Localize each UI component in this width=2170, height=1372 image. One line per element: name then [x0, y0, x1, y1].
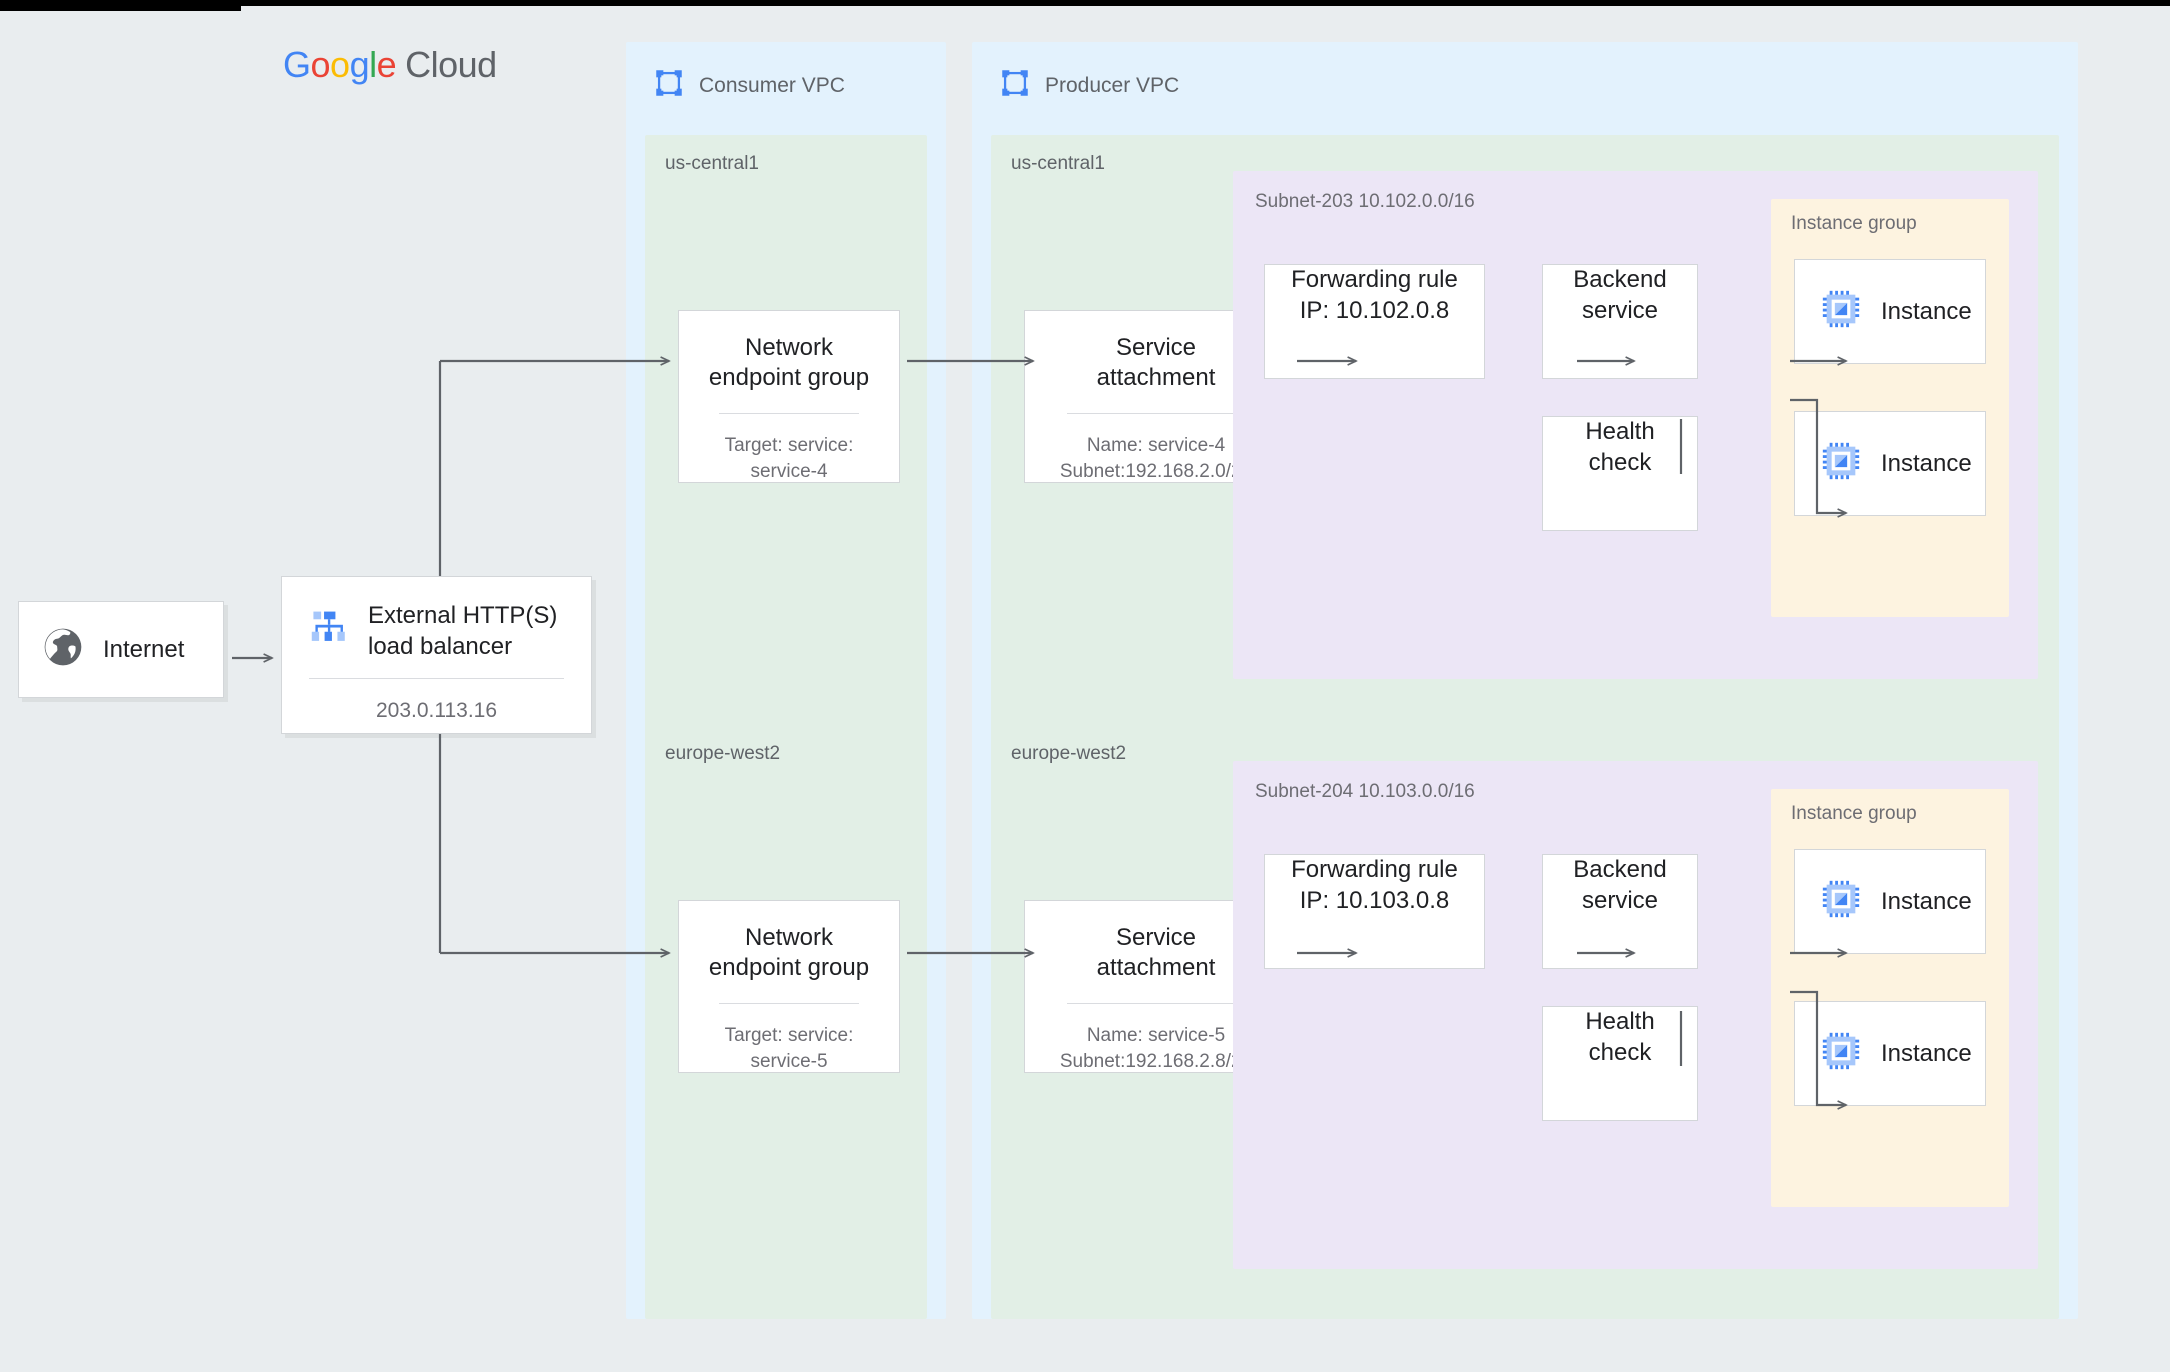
load-balancer-card[interactable]: External HTTP(S) load balancer 203.0.113…	[281, 576, 592, 734]
producer-vpc-header: Producer VPC	[998, 66, 1179, 105]
consumer-region-label-1: europe-west2	[665, 743, 781, 764]
neg-sub-1: Target: service: service-5	[724, 1025, 854, 1072]
load-balancer-header: External HTTP(S) load balancer	[282, 577, 591, 662]
globe-icon	[41, 625, 85, 674]
instance-row-0-1: Instance	[1795, 412, 1985, 515]
subnet-204-label: Subnet-204 10.103.0.0/16	[1255, 781, 1475, 802]
logo-letter-g2: g	[349, 44, 370, 85]
consumer-vpc: Consumer VPC us-central1 Network endpoin…	[626, 42, 946, 1319]
health-check-text-0: Health check	[1585, 418, 1655, 476]
load-balancer-icon	[307, 607, 351, 656]
service-attachment-divider-0	[1067, 413, 1245, 415]
producer-vpc: Producer VPC us-central1 Service attachm…	[972, 42, 2078, 1319]
logo-word-cloud: Cloud	[405, 44, 497, 85]
forwarding-rule-text-0: Forwarding rule IP: 10.102.0.8	[1291, 266, 1458, 324]
instance-group-label-0: Instance group	[1791, 213, 1917, 234]
health-check-card-0[interactable]: Health check	[1542, 416, 1698, 531]
instance-chip-icon	[1821, 289, 1861, 334]
load-balancer-ip: 203.0.113.16	[375, 699, 498, 723]
producer-vpc-title: Producer VPC	[1045, 73, 1180, 97]
subnet-204: Subnet-204 10.103.0.0/16 Forwarding rule…	[1233, 761, 2038, 1269]
neg-title-1: Network endpoint group	[708, 924, 870, 982]
instance-group-label-1: Instance group	[1791, 803, 1917, 824]
logo-letter-e: e	[376, 44, 397, 85]
internet-row: Internet	[19, 602, 223, 697]
service-attachment-sub-1: Name: service-5 Subnet:192.168.2.8/29	[1059, 1025, 1253, 1072]
consumer-region-europe-west2: europe-west2 Network endpoint group Targ…	[645, 725, 927, 1319]
forwarding-rule-card-1[interactable]: Forwarding rule IP: 10.103.0.8	[1264, 854, 1485, 969]
network-endpoint-group-card-0[interactable]: Network endpoint group Target: service: …	[678, 310, 900, 483]
instance-card-1-1[interactable]: Instance	[1794, 1001, 1986, 1106]
instance-label-1-0: Instance	[1881, 887, 1972, 915]
producer-region-label-1: europe-west2	[1011, 743, 1127, 764]
vpc-icon	[998, 66, 1032, 105]
top-black-bar-left	[0, 0, 241, 11]
consumer-vpc-title: Consumer VPC	[699, 73, 845, 97]
service-attachment-sub-0: Name: service-4 Subnet:192.168.2.0/29	[1059, 435, 1253, 482]
instance-label-1-1: Instance	[1881, 1039, 1972, 1067]
top-black-bar-right	[241, 0, 2170, 6]
instance-card-1-0[interactable]: Instance	[1794, 849, 1986, 954]
backend-service-card-0[interactable]: Backend service	[1542, 264, 1698, 379]
consumer-vpc-header: Consumer VPC	[652, 66, 845, 105]
instance-card-0-0[interactable]: Instance	[1794, 259, 1986, 364]
health-check-card-1[interactable]: Health check	[1542, 1006, 1698, 1121]
logo-letter-g1: G	[283, 44, 311, 85]
instance-chip-icon	[1821, 879, 1861, 924]
service-attachment-divider-1	[1067, 1003, 1245, 1005]
subnet-203-label: Subnet-203 10.102.0.0/16	[1255, 191, 1475, 212]
internet-label: Internet	[103, 635, 185, 663]
consumer-region-label-0: us-central1	[665, 153, 759, 174]
instance-row-1-0: Instance	[1795, 850, 1985, 953]
subnet-203: Subnet-203 10.102.0.0/16 Forwarding rule…	[1233, 171, 2038, 679]
backend-service-card-1[interactable]: Backend service	[1542, 854, 1698, 969]
network-endpoint-group-card-1[interactable]: Network endpoint group Target: service: …	[678, 900, 900, 1073]
internet-card[interactable]: Internet	[18, 601, 224, 698]
neg-divider-0	[719, 413, 859, 415]
instance-group-1: Instance group	[1771, 789, 2009, 1207]
producer-region-label-0: us-central1	[1011, 153, 1105, 174]
instance-card-0-1[interactable]: Instance	[1794, 411, 1986, 516]
neg-title-0: Network endpoint group	[708, 334, 870, 392]
health-check-text-1: Health check	[1585, 1008, 1655, 1066]
instance-chip-icon	[1821, 441, 1861, 486]
logo-letter-o1: o	[310, 44, 331, 85]
service-attachment-title-1: Service attachment	[1096, 924, 1216, 982]
neg-sub-0: Target: service: service-4	[724, 435, 854, 482]
producer-region-us-central1: us-central1 Service attachment Name: ser…	[991, 135, 2059, 729]
logo-letter-o2: o	[330, 44, 350, 85]
forwarding-rule-text-1: Forwarding rule IP: 10.103.0.8	[1291, 856, 1458, 914]
neg-divider-1	[719, 1003, 859, 1005]
load-balancer-divider	[309, 678, 564, 680]
backend-service-text-1: Backend service	[1573, 856, 1667, 914]
producer-region-europe-west2: europe-west2 Service attachment Name: se…	[991, 725, 2059, 1319]
load-balancer-title: External HTTP(S) load balancer	[368, 602, 558, 660]
backend-service-text-0: Backend service	[1573, 266, 1667, 324]
vpc-icon	[652, 66, 686, 105]
instance-row-1-1: Instance	[1795, 1002, 1985, 1105]
logo-letter-l: l	[369, 44, 377, 85]
instance-group-0: Instance group	[1771, 199, 2009, 617]
forwarding-rule-card-0[interactable]: Forwarding rule IP: 10.102.0.8	[1264, 264, 1485, 379]
instance-chip-icon	[1821, 1031, 1861, 1076]
instance-label-0-0: Instance	[1881, 297, 1972, 325]
instance-row-0-0: Instance	[1795, 260, 1985, 363]
service-attachment-title-0: Service attachment	[1096, 334, 1216, 392]
consumer-region-us-central1: us-central1 Network endpoint group Targe…	[645, 135, 927, 729]
instance-label-0-1: Instance	[1881, 449, 1972, 477]
